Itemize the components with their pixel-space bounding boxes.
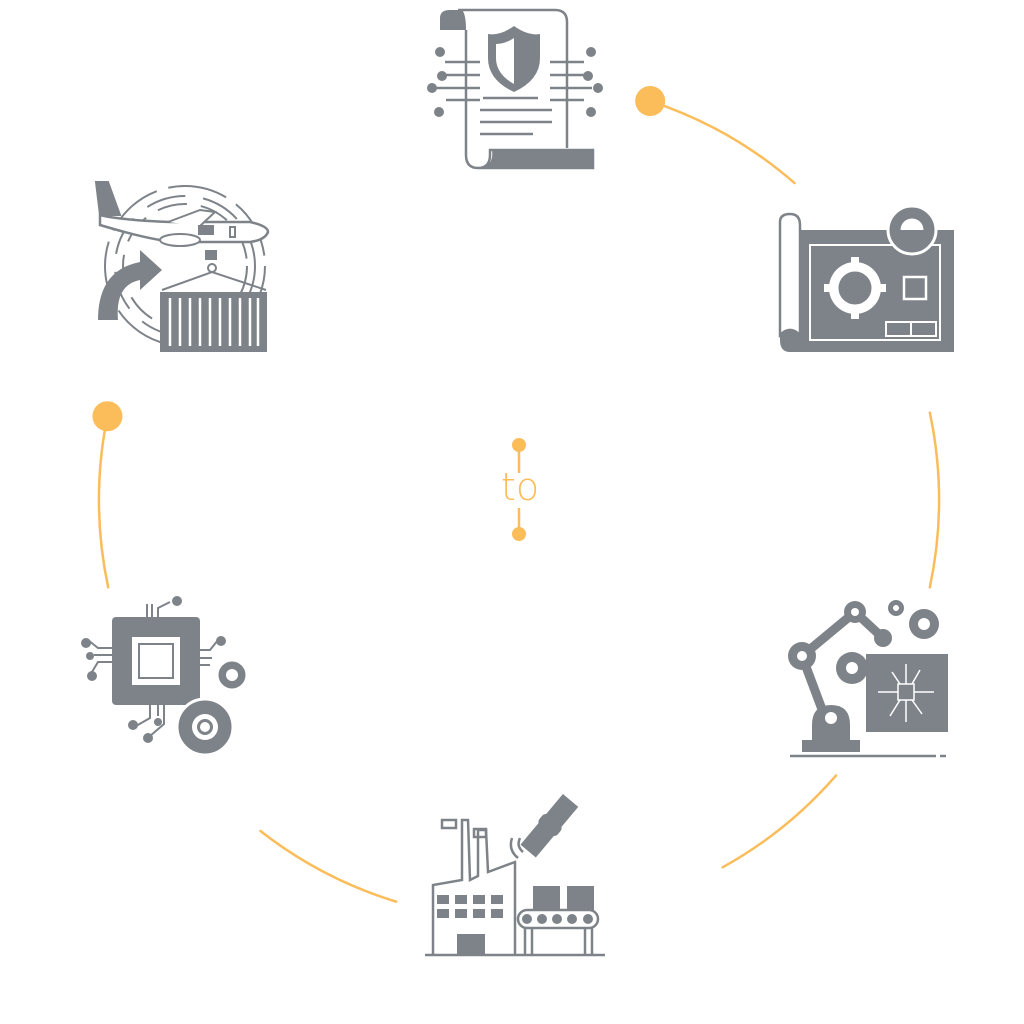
robot-arm-circuit-icon — [788, 600, 948, 758]
center-label: to — [500, 465, 540, 509]
center-dot-bottom — [512, 527, 526, 541]
center-dot-top — [512, 438, 526, 452]
connector-arc-smart-factory-to-microchip-processing — [259, 829, 398, 903]
connector-arcs — [92, 86, 941, 903]
connector-arc-microchip-processing-to-air-cargo-logistics — [97, 415, 110, 589]
connector-dot-microchip-processing — [92, 401, 123, 432]
connector-arc-robotic-automation-to-smart-factory — [721, 774, 838, 869]
airplane-cargo-container-icon — [94, 181, 270, 352]
factory-satellite-conveyor-icon — [425, 794, 605, 957]
shield-document-circuit-icon — [427, 8, 603, 170]
connector-arc-engineering-blueprint-to-robotic-automation — [928, 411, 941, 589]
connector-arc-secure-document-to-engineering-blueprint — [648, 99, 796, 185]
chip-gears-icon — [81, 596, 249, 757]
connector-dot-secure-document — [635, 86, 666, 117]
blueprint-gears-icon — [778, 204, 954, 352]
center-connector — [512, 438, 526, 541]
